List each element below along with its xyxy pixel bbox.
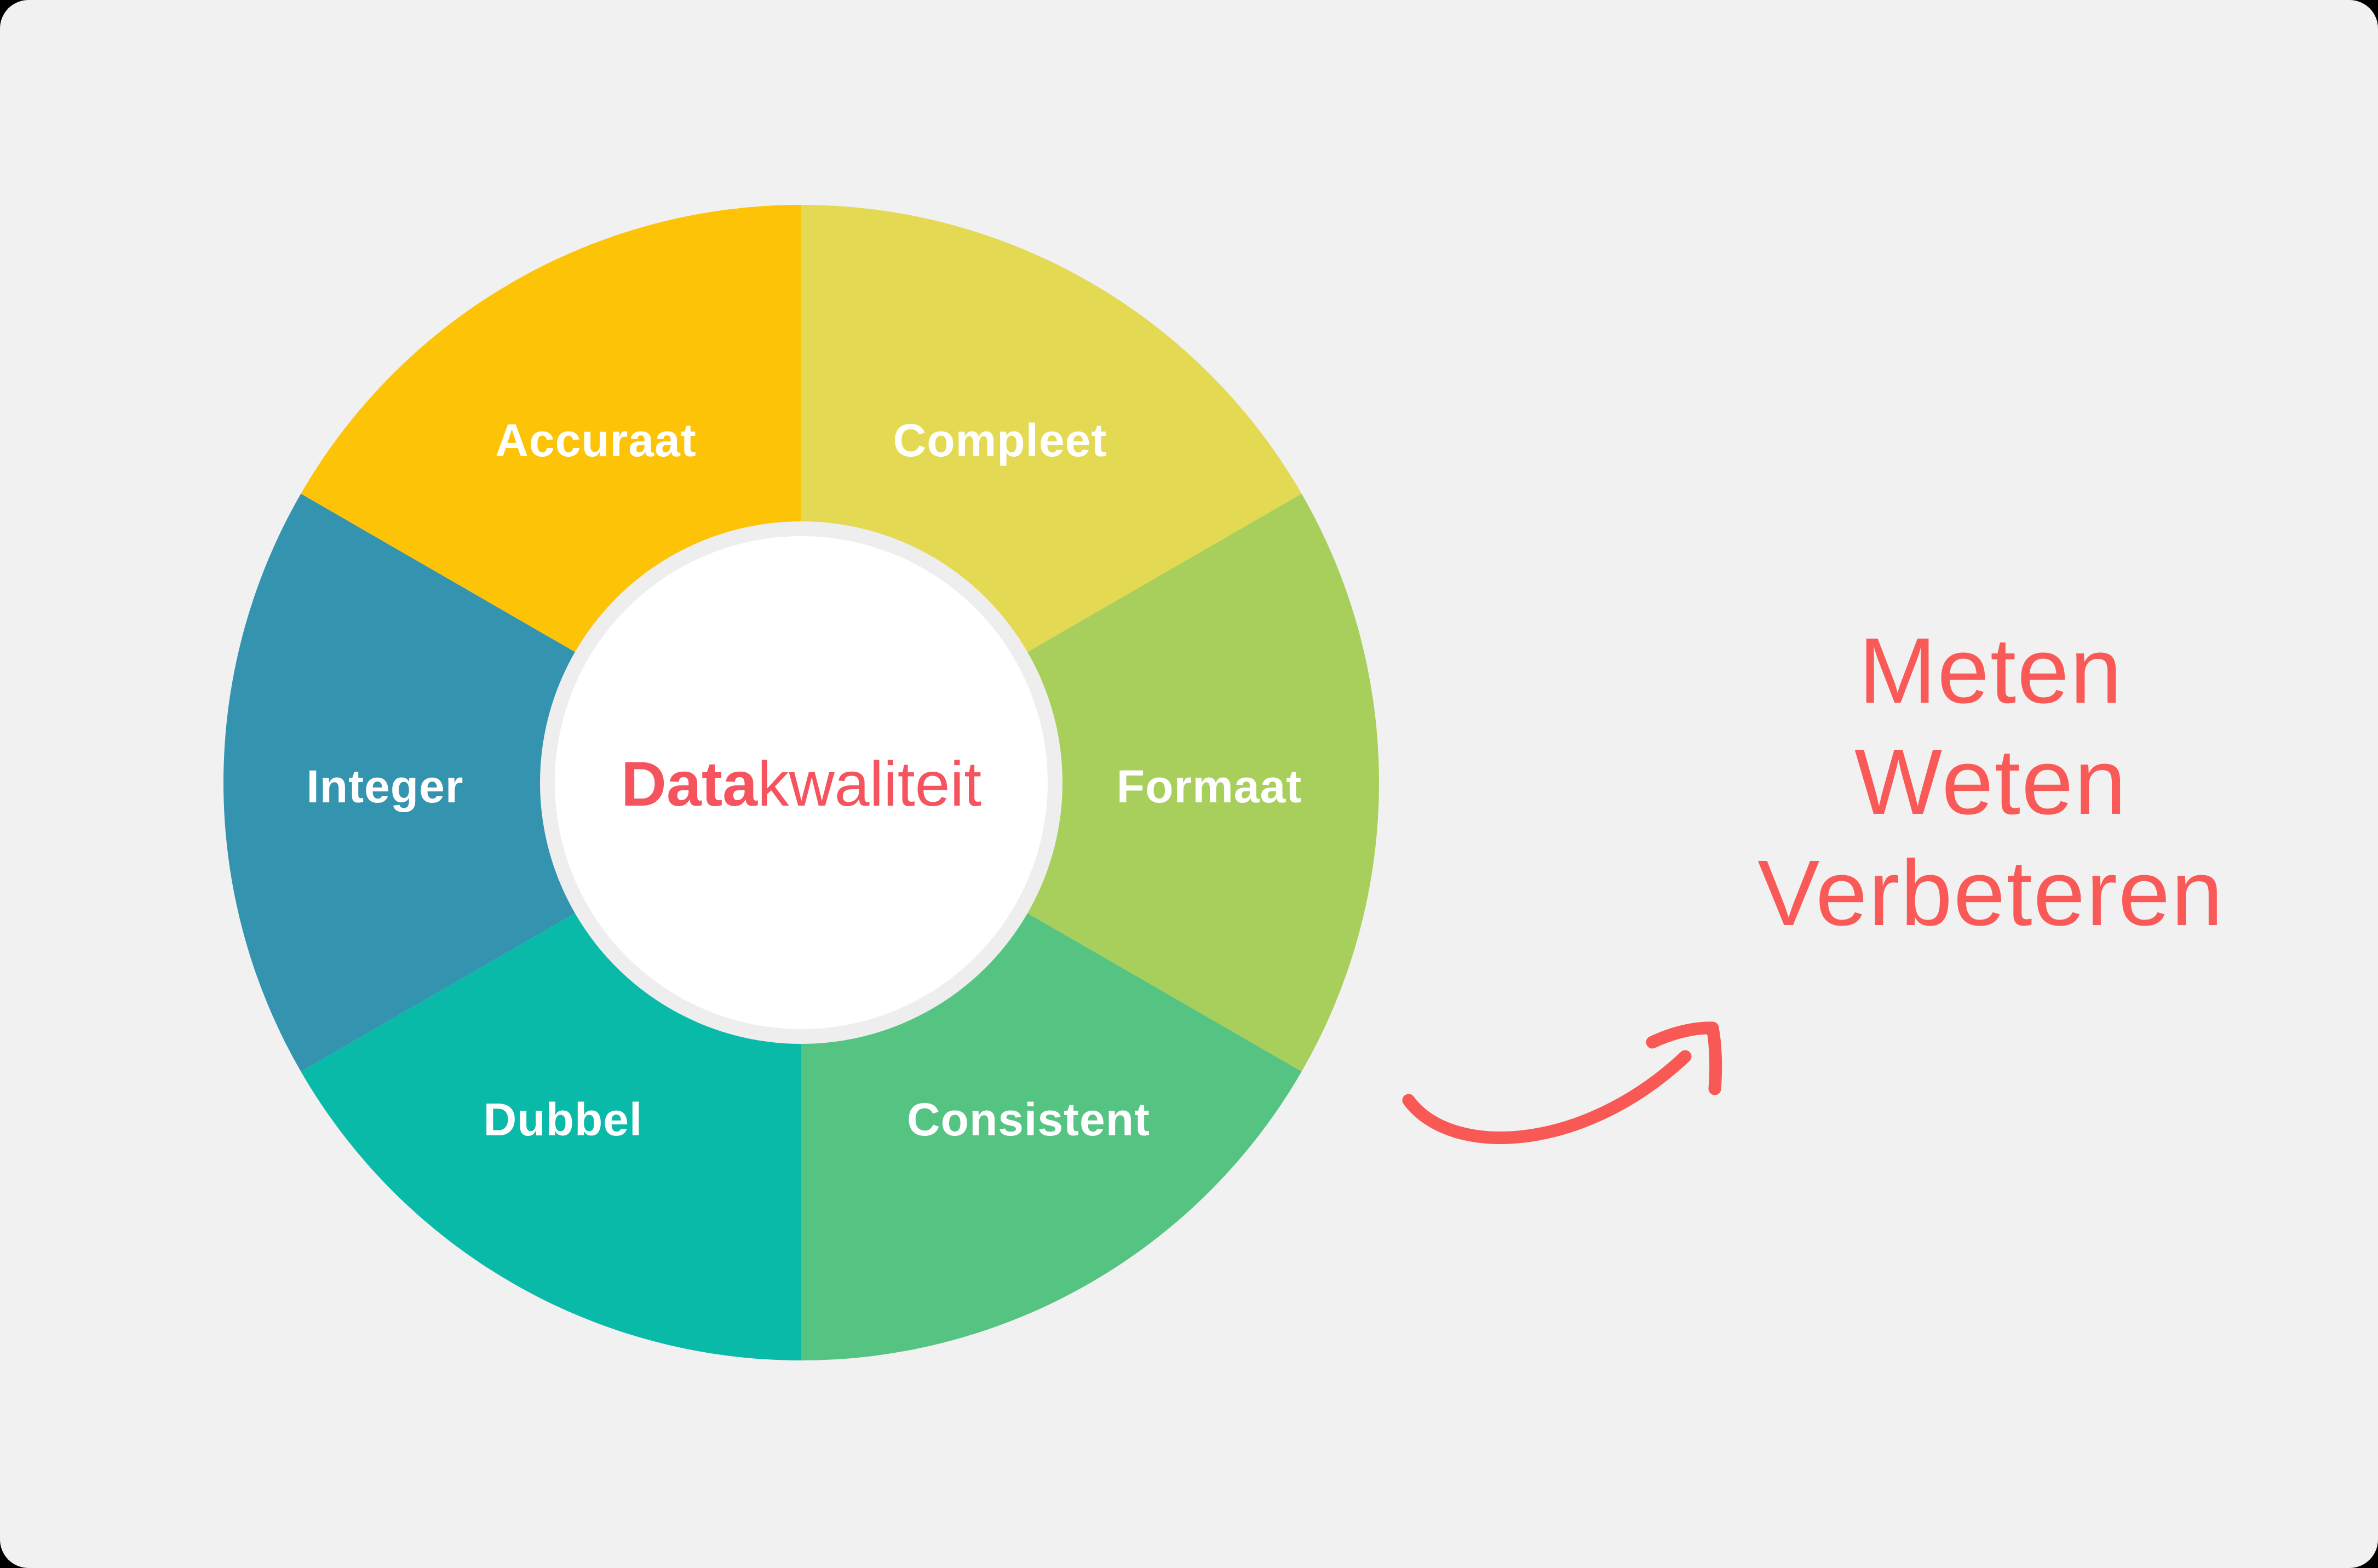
segment-label-dubbel: Dubbel xyxy=(484,1094,643,1145)
segment-formaat xyxy=(801,493,1379,1072)
annotation-line-meten: Meten xyxy=(1858,619,2123,723)
donut-center-circle xyxy=(555,536,1048,1029)
curved-arrow-shaft xyxy=(1402,1050,1692,1144)
annotation-line-verbeteren: Verbeteren xyxy=(1757,841,2224,945)
segment-label-consistent: Consistent xyxy=(907,1094,1150,1145)
segment-label-compleet: Compleet xyxy=(893,415,1107,466)
segment-integer xyxy=(223,493,801,1072)
donut-center-title-regular: kwaliteit xyxy=(757,749,981,819)
annotation-text: Meten Weten Verbeteren xyxy=(1742,616,2240,949)
segment-label-formaat: Formaat xyxy=(1117,761,1302,812)
segment-label-integer: Integer xyxy=(306,761,463,812)
annotation-line-weten: Weten xyxy=(1854,730,2128,834)
curved-arrow-head xyxy=(1646,1021,1722,1095)
donut-center-title-bold: Data xyxy=(621,749,758,819)
datakwaliteit-donut-diagram: Accuraat Compleet Formaat Consistent Dub… xyxy=(223,205,1379,1360)
curved-arrow-icon xyxy=(1402,1021,1722,1144)
segment-label-accuraat: Accuraat xyxy=(495,415,697,466)
donut-center-title: Datakwaliteit xyxy=(621,749,981,819)
